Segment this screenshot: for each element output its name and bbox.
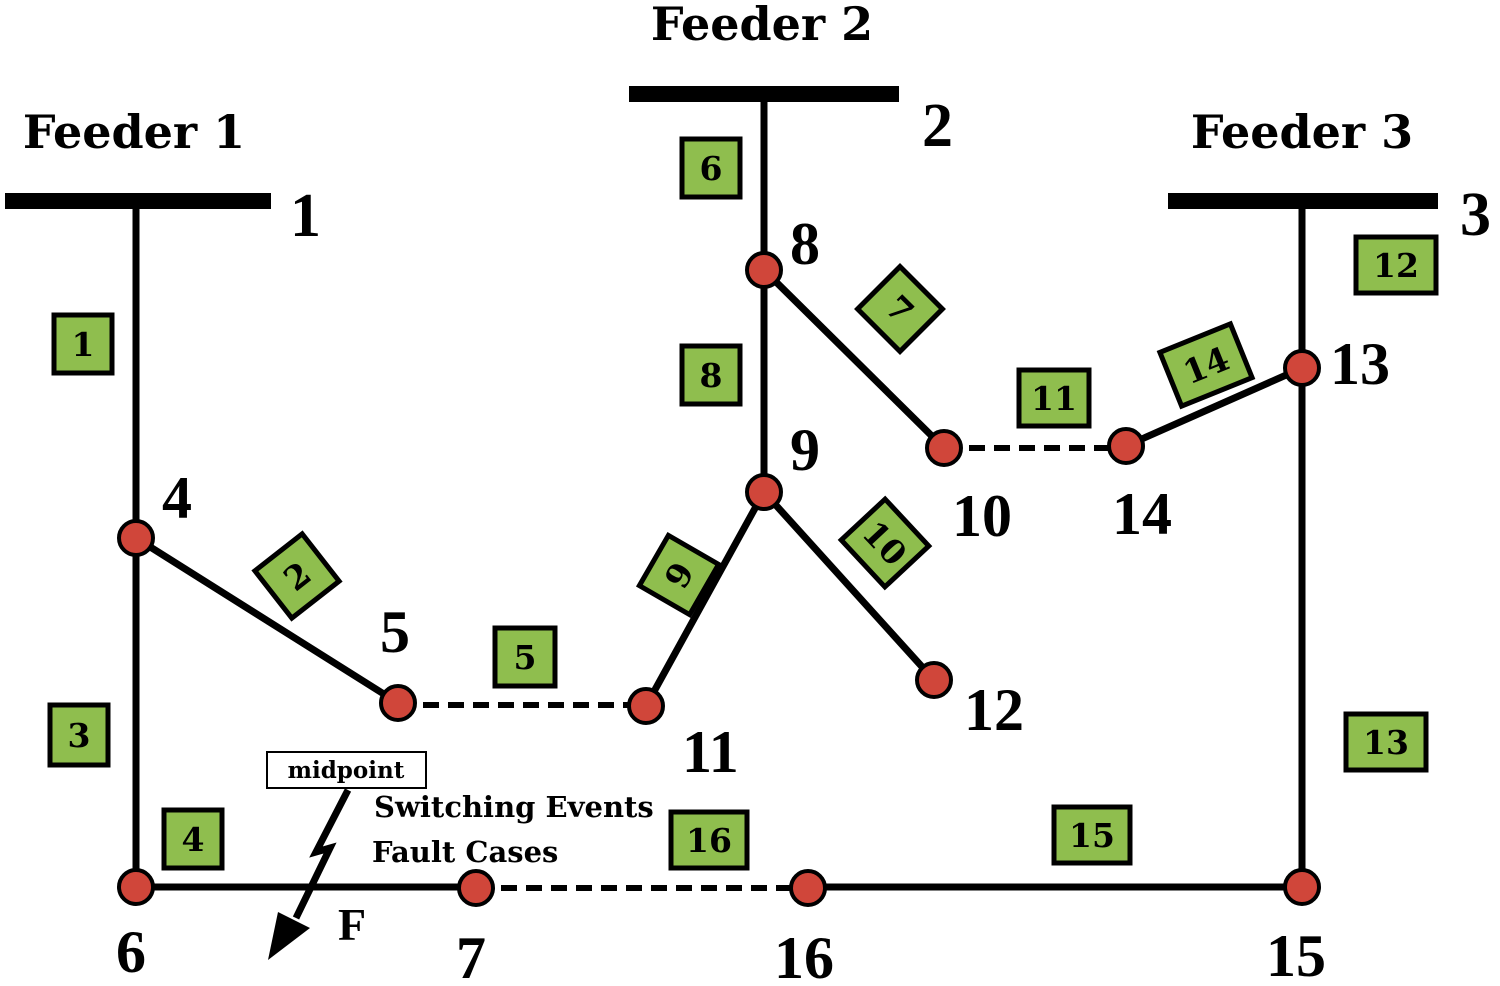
bus-2-label: 2	[922, 92, 953, 160]
busbar-2	[629, 86, 899, 102]
tie-lines	[398, 445, 1126, 891]
branch-label-4-text: 4	[182, 820, 205, 859]
node-11	[627, 687, 665, 725]
nodes	[117, 251, 1321, 907]
node-13	[1283, 349, 1321, 387]
node-label-10: 10	[952, 483, 1012, 549]
busbar-1	[5, 193, 271, 209]
branch-label-10: 10	[837, 495, 933, 591]
branch-label-6-text: 6	[700, 149, 723, 188]
feeder-3-title: Feeder 3	[1191, 105, 1413, 159]
switching-events-label: Switching Events	[374, 790, 654, 824]
node-6	[117, 868, 155, 906]
branch-label-13-text: 13	[1363, 723, 1409, 762]
node-8	[745, 251, 783, 289]
feeder-titles: Feeder 1 Feeder 2 Feeder 3	[23, 0, 1413, 159]
node-label-14: 14	[1112, 481, 1172, 547]
node-16	[789, 869, 827, 907]
node-label-6: 6	[116, 919, 146, 985]
branch-label-8-text: 8	[700, 356, 723, 395]
branch-label-8: 8	[679, 343, 743, 407]
line-node9-node11	[642, 490, 768, 708]
bus-numbers: 1 2 3	[290, 92, 1491, 250]
node-labels: 4 5 6 7 8 9 10 11 12 13 14 15 16	[116, 211, 1390, 986]
bus-1-label: 1	[290, 182, 321, 250]
branch-label-15-text: 15	[1069, 816, 1115, 855]
branch-label-16-text: 16	[686, 821, 732, 860]
node-10	[925, 429, 963, 467]
node-label-13: 13	[1330, 331, 1390, 397]
branch-label-9: 9	[635, 531, 723, 619]
branch-label-3-text: 3	[68, 716, 91, 755]
midpoint-box	[266, 751, 427, 789]
node-label-4: 4	[162, 465, 192, 531]
node-label-5: 5	[380, 599, 410, 665]
branch-label-11: 11	[1016, 367, 1092, 429]
node-label-16: 16	[774, 925, 834, 986]
node-label-12: 12	[964, 677, 1024, 743]
node-12	[915, 661, 953, 699]
branch-label-12: 12	[1353, 234, 1439, 296]
branch-label-7: 7	[854, 263, 946, 355]
branch-label-4: 4	[161, 807, 225, 871]
busbar-3	[1168, 193, 1438, 209]
branch-label-14: 14	[1156, 320, 1256, 410]
fault-cases-label: Fault Cases	[372, 835, 558, 869]
branch-label-1-text: 1	[72, 325, 95, 364]
line-node8-node10	[761, 267, 947, 451]
annotations: midpoint Switching Events Fault Cases F	[266, 751, 654, 950]
line-node9-node12	[761, 489, 937, 683]
midpoint-label: midpoint	[288, 757, 405, 784]
branch-label-12-text: 12	[1373, 246, 1419, 285]
node-14	[1107, 427, 1145, 465]
bus-3-label: 3	[1460, 181, 1491, 249]
feeder-1-title: Feeder 1	[23, 105, 245, 159]
line-node14-node13	[1124, 364, 1304, 450]
line-node4-node5	[134, 535, 400, 706]
branch-label-5-text: 5	[514, 638, 537, 677]
node-label-15: 15	[1266, 923, 1326, 986]
branch-label-11-text: 11	[1031, 379, 1077, 418]
feeder-2-title: Feeder 2	[651, 0, 873, 51]
branch-label-16: 16	[668, 809, 750, 871]
branch-label-15: 15	[1051, 804, 1133, 866]
node-label-11: 11	[682, 719, 739, 785]
branch-label-13: 13	[1343, 711, 1429, 773]
node-15	[1283, 868, 1321, 906]
branch-label-6: 6	[679, 136, 743, 200]
branch-label-3: 3	[47, 702, 111, 768]
node-label-9: 9	[790, 417, 820, 483]
node-label-8: 8	[790, 211, 820, 277]
branch-label-5: 5	[492, 625, 558, 689]
busbars	[5, 86, 1438, 209]
node-9	[745, 473, 783, 511]
node-4	[117, 519, 155, 557]
branch-label-1: 1	[51, 312, 115, 376]
fault-lightning-line	[292, 788, 352, 920]
fault-symbol-label: F	[338, 899, 366, 950]
node-label-7: 7	[456, 925, 486, 986]
branch-labels: 1 2 3 4 5 6 7 8	[47, 136, 1439, 871]
fault-arrow	[268, 788, 352, 960]
branch-label-2: 2	[251, 530, 343, 622]
node-7	[457, 869, 495, 907]
node-5	[379, 684, 417, 722]
fault-arrowhead	[268, 912, 310, 960]
